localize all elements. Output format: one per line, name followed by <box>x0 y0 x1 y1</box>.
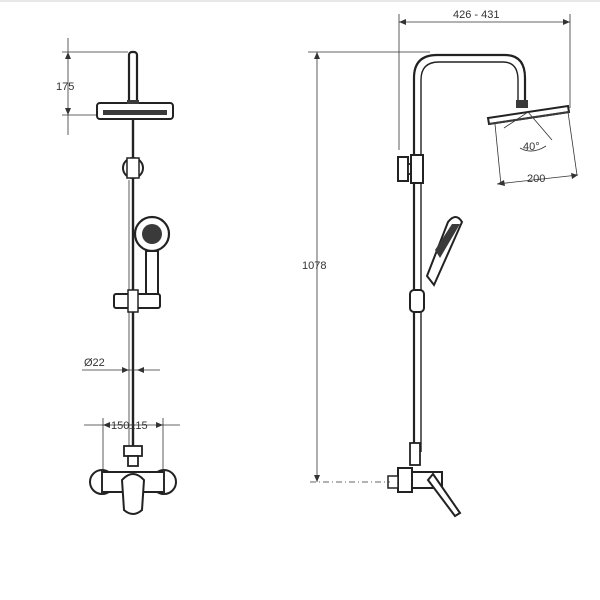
overhead-shower-front <box>96 100 174 120</box>
tilt-angle-label: 40° <box>523 141 540 153</box>
dim-pipe-diameter: Ø22 <box>82 357 160 373</box>
arm-reach-label: 426 - 431 <box>453 9 499 21</box>
diverter-front <box>123 445 143 467</box>
dim-head-diameter: 200 <box>496 173 579 186</box>
dim-arm-reach: 426 - 431 <box>398 9 571 150</box>
total-height-label: 1078 <box>302 260 326 272</box>
pipe-diameter-label: Ø22 <box>84 357 105 369</box>
mixer-valve-side <box>387 442 462 518</box>
riser-and-arm-side <box>412 53 527 452</box>
dim-head-height: 175 <box>56 38 128 135</box>
overhead-shower-side: 40° <box>486 100 578 186</box>
slider-holder-front <box>113 289 161 313</box>
dim-total-height: 1078 <box>302 51 430 482</box>
head-diameter-label: 200 <box>527 173 545 185</box>
hand-shower-side <box>409 216 464 313</box>
dim-inlet-spacing: 150±15 <box>84 418 180 470</box>
hand-shower-front <box>133 215 171 298</box>
side-view: 426 - 431 1078 40° <box>302 9 579 518</box>
wall-bracket-front <box>122 157 144 179</box>
front-view: 175 <box>56 38 180 515</box>
riser-top <box>127 50 139 106</box>
inlet-spacing-label: 150±15 <box>111 420 148 432</box>
mixer-valve-front <box>89 469 177 515</box>
head-height-label: 175 <box>56 81 74 93</box>
wall-bracket-side <box>397 154 424 184</box>
